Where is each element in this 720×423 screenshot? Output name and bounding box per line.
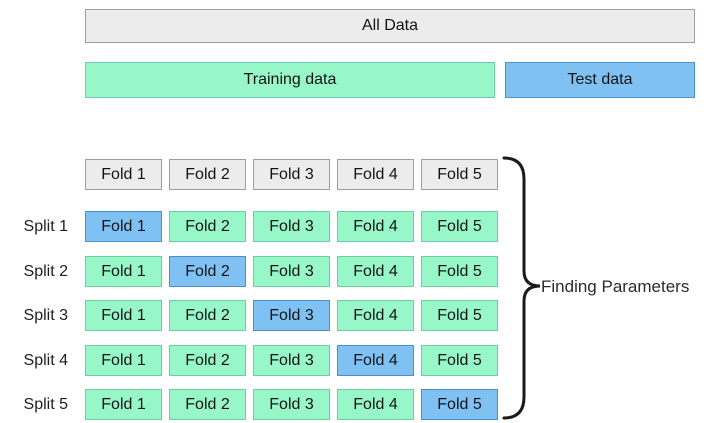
fold-cell: Fold 2 <box>169 389 246 420</box>
fold-cell: Fold 4 <box>337 256 414 287</box>
split-row: Split 1 Fold 1 Fold 2 Fold 3 Fold 4 Fold… <box>15 211 498 242</box>
fold-cells: Fold 1 Fold 2 Fold 3 Fold 4 Fold 5 <box>85 256 498 287</box>
fold-cell: Fold 5 <box>421 211 498 242</box>
split-row: Split 4 Fold 1 Fold 2 Fold 3 Fold 4 Fold… <box>15 345 498 376</box>
fold-cell: Fold 3 <box>253 345 330 376</box>
all-data-bar: All Data <box>85 9 695 43</box>
split-row: Split 3 Fold 1 Fold 2 Fold 3 Fold 4 Fold… <box>15 300 498 331</box>
fold-cell: Fold 5 <box>421 389 498 420</box>
fold-header: Fold 2 <box>169 159 246 190</box>
curly-brace-icon <box>502 156 541 420</box>
fold-cell: Fold 2 <box>169 300 246 331</box>
split-label: Split 5 <box>23 395 68 413</box>
fold-cell: Fold 3 <box>253 389 330 420</box>
fold-cell: Fold 2 <box>169 256 246 287</box>
split-row: Split 2 Fold 1 Fold 2 Fold 3 Fold 4 Fold… <box>15 256 498 287</box>
fold-header: Fold 1 <box>85 159 162 190</box>
split-label: Split 4 <box>23 351 68 369</box>
brace-label: Finding Parameters <box>541 277 690 296</box>
fold-header: Fold 5 <box>421 159 498 190</box>
fold-cell: Fold 3 <box>253 256 330 287</box>
fold-header: Fold 3 <box>253 159 330 190</box>
fold-cell: Fold 2 <box>169 345 246 376</box>
fold-cells: Fold 1 Fold 2 Fold 3 Fold 4 Fold 5 <box>85 389 498 420</box>
fold-header-row: Fold 1 Fold 2 Fold 3 Fold 4 Fold 5 <box>85 159 498 190</box>
fold-cell: Fold 3 <box>253 211 330 242</box>
fold-cell: Fold 1 <box>85 345 162 376</box>
split-label: Split 3 <box>23 306 68 324</box>
fold-cell: Fold 3 <box>253 300 330 331</box>
fold-cells: Fold 1 Fold 2 Fold 3 Fold 4 Fold 5 <box>85 211 498 242</box>
fold-cell: Fold 1 <box>85 389 162 420</box>
fold-cell: Fold 4 <box>337 300 414 331</box>
test-data-bar: Test data <box>505 62 695 98</box>
split-label: Split 1 <box>23 217 68 235</box>
fold-cell: Fold 4 <box>337 211 414 242</box>
fold-header: Fold 4 <box>337 159 414 190</box>
fold-cell: Fold 5 <box>421 300 498 331</box>
fold-cell: Fold 4 <box>337 345 414 376</box>
fold-cell: Fold 4 <box>337 389 414 420</box>
fold-cell: Fold 1 <box>85 211 162 242</box>
fold-cells: Fold 1 Fold 2 Fold 3 Fold 4 Fold 5 <box>85 300 498 331</box>
fold-cell: Fold 5 <box>421 256 498 287</box>
fold-cell: Fold 1 <box>85 300 162 331</box>
fold-cell: Fold 2 <box>169 211 246 242</box>
fold-cell: Fold 1 <box>85 256 162 287</box>
split-label: Split 2 <box>23 262 68 280</box>
split-row: Split 5 Fold 1 Fold 2 Fold 3 Fold 4 Fold… <box>15 389 498 420</box>
fold-cell: Fold 5 <box>421 345 498 376</box>
training-data-bar: Training data <box>85 62 495 98</box>
fold-cells: Fold 1 Fold 2 Fold 3 Fold 4 Fold 5 <box>85 345 498 376</box>
